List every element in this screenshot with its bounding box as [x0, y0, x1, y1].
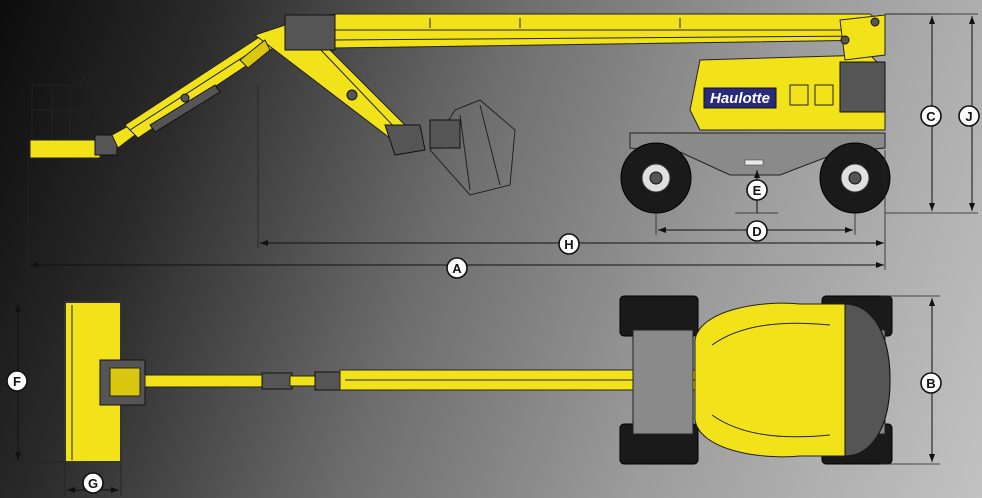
svg-text:F: F	[13, 374, 21, 389]
label-e: E	[746, 179, 768, 201]
svg-text:B: B	[926, 376, 935, 391]
side-basket-stowed	[429, 99, 516, 196]
brand-plate	[703, 87, 777, 109]
side-upper-boom	[284, 13, 881, 51]
brand-logo-text: Haulotte	[710, 90, 770, 107]
label-j: J	[958, 105, 980, 127]
top-basket	[64, 301, 146, 463]
side-basket	[29, 73, 118, 159]
svg-text:J: J	[965, 109, 972, 124]
svg-text:E: E	[753, 183, 762, 198]
top-turret	[694, 302, 891, 458]
label-a: A	[446, 257, 468, 279]
side-turret: Haulotte	[689, 14, 886, 131]
side-wheels	[620, 142, 891, 214]
label-b: B	[920, 372, 942, 394]
svg-text:G: G	[88, 476, 98, 491]
svg-text:D: D	[752, 224, 761, 239]
svg-text:H: H	[564, 237, 573, 252]
label-h: H	[558, 233, 580, 255]
dimension-labels: A B C D E F G H	[6, 105, 980, 494]
svg-text:A: A	[452, 261, 462, 276]
label-g: G	[82, 472, 104, 494]
label-d: D	[746, 220, 768, 242]
svg-text:C: C	[926, 109, 936, 124]
label-f: F	[6, 370, 28, 392]
side-view: Haulotte	[29, 13, 891, 214]
label-c: C	[920, 105, 942, 127]
top-view	[64, 295, 893, 465]
